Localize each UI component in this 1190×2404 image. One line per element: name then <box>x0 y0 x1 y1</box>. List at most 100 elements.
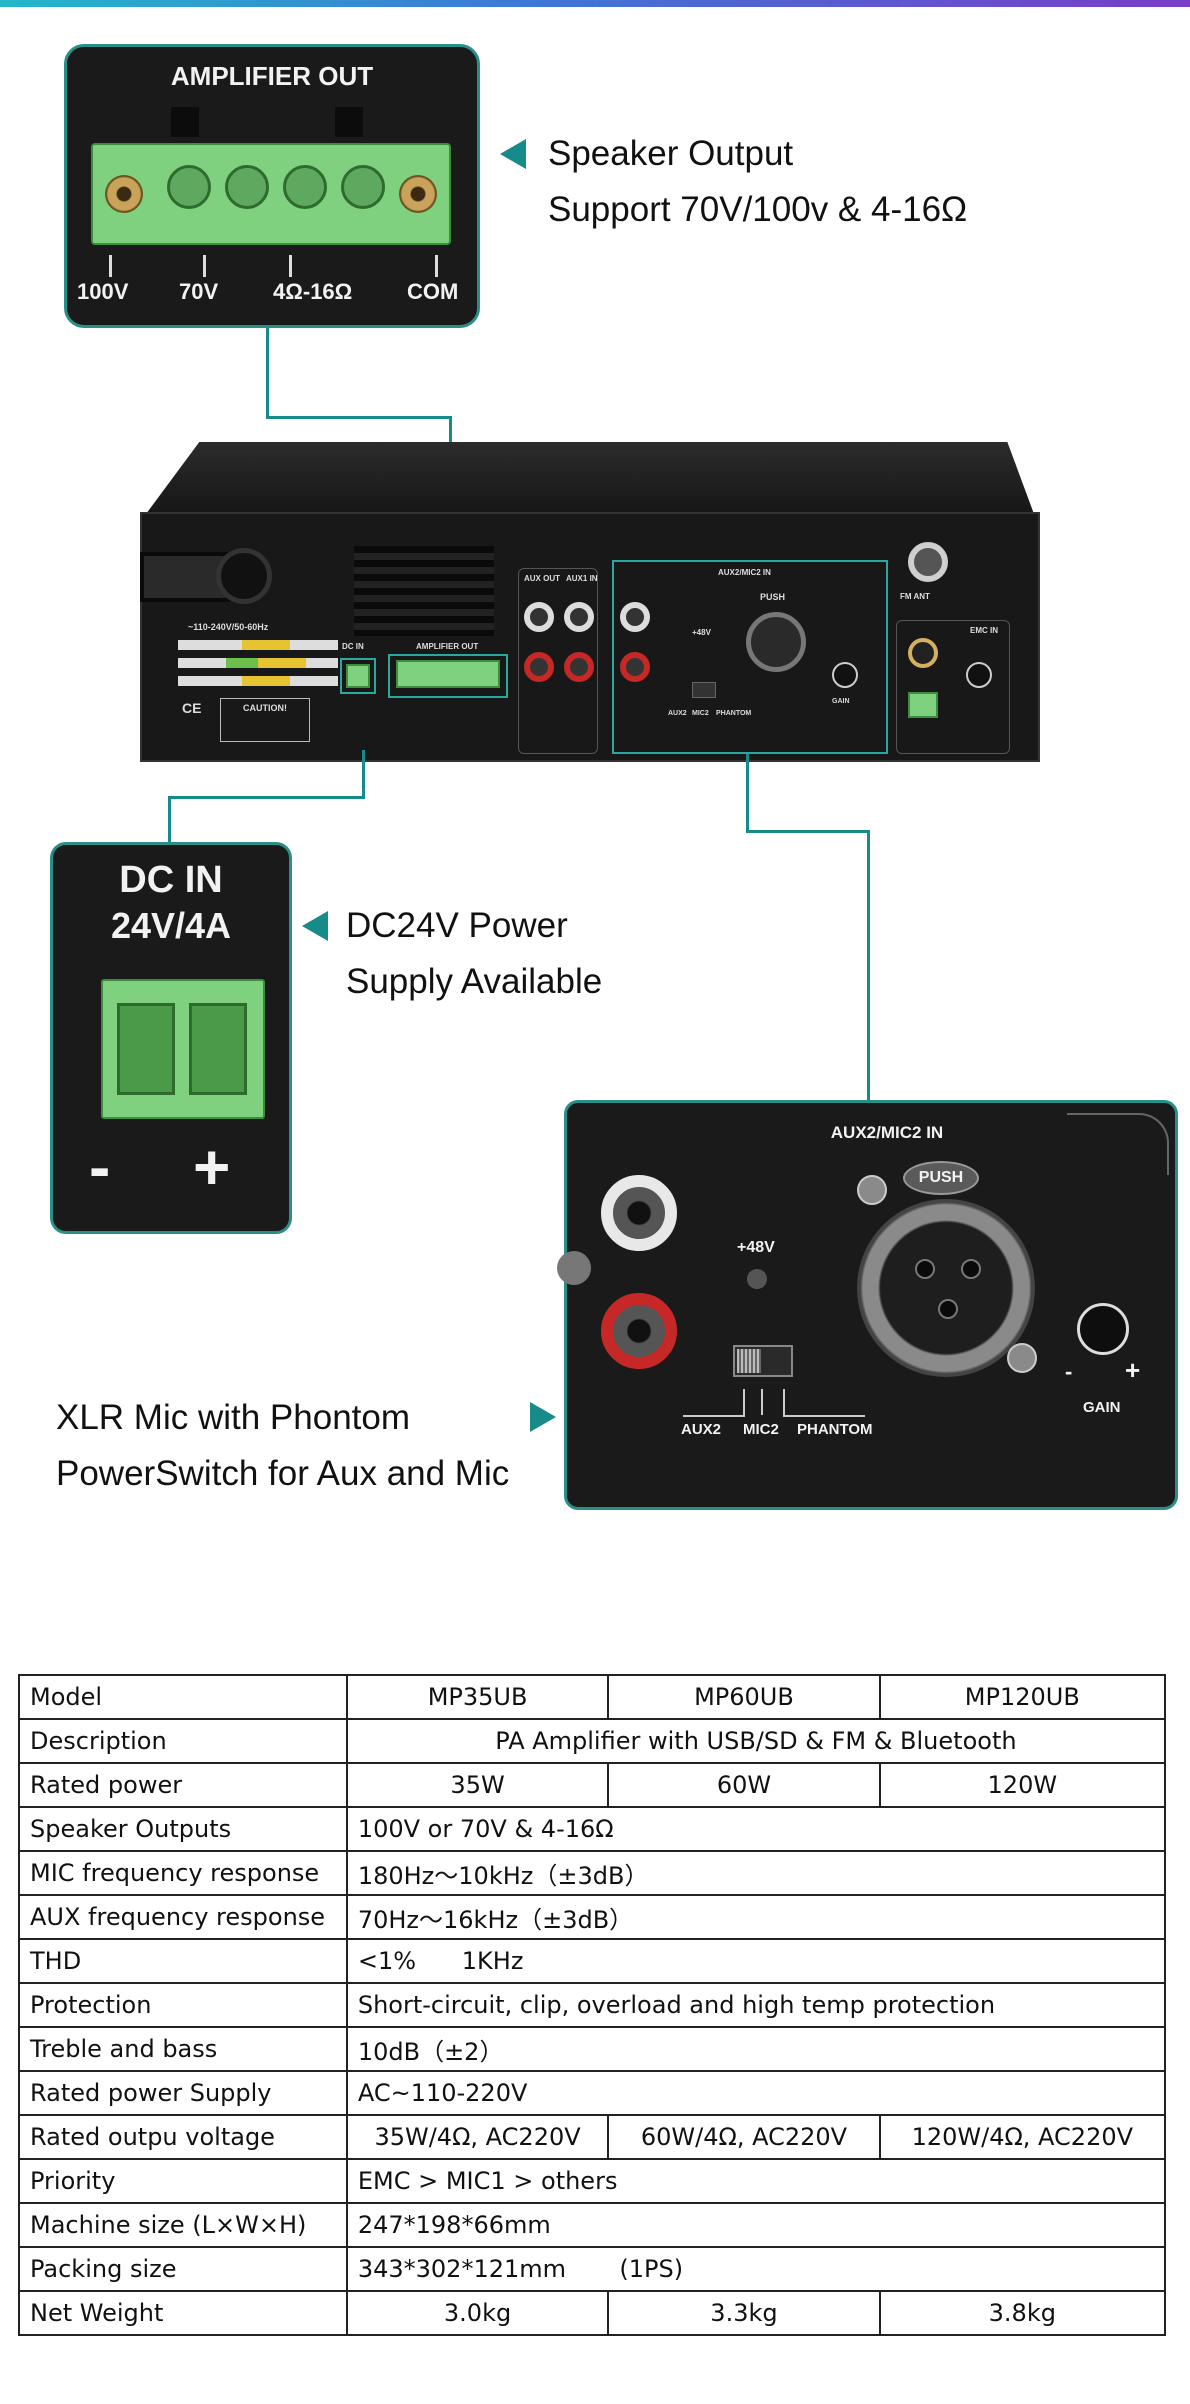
terminal-screw <box>283 165 327 209</box>
dc-panel-line1: DC IN <box>119 859 223 901</box>
emc-jack <box>908 638 938 668</box>
dc-callout-line2: Supply Available <box>346 962 603 1001</box>
xlr-callout: XLR Mic with Phontom PowerSwitch for Aux… <box>56 1390 509 1502</box>
device-dc-terminal <box>346 664 370 688</box>
xlr-pin <box>961 1259 981 1279</box>
connector-line <box>746 830 870 833</box>
amp-out-highlight <box>388 654 508 698</box>
row-value: 3.0kg <box>345 2290 610 2336</box>
aux2-mic2-highlight <box>612 560 888 754</box>
power-grommet <box>216 548 272 604</box>
speaker-callout-arrow <box>500 139 526 169</box>
aux-out-rca-red <box>524 652 554 682</box>
row-value: 70Hz～16kHz（±3dB） <box>345 1894 1167 1940</box>
device-48v-label: +48V <box>692 628 711 637</box>
device-aux2-mic2-label: AUX2/MIC2 IN <box>718 568 771 577</box>
table-row: Description PA Amplifier with USB/SD & F… <box>18 1718 1167 1764</box>
row-value: 3.8kg <box>878 2290 1167 2336</box>
power-rating-label: ~110-240V/50-60Hz <box>188 622 269 632</box>
emc-section <box>896 620 1010 754</box>
row-label: Rated power Supply <box>18 2070 348 2116</box>
dc-panel-line2: 24V/4A <box>110 905 232 946</box>
fuse-stripe <box>178 640 338 650</box>
emc-terminal <box>908 692 938 718</box>
emc-in-label: EMC IN <box>970 626 998 635</box>
switch-bracket-left <box>683 1389 745 1417</box>
xlr-callout-line1: XLR Mic with Phontom <box>56 1398 411 1437</box>
fuse-stripe <box>178 676 338 686</box>
mode-slide-switch[interactable] <box>733 1345 793 1377</box>
terminal-top-nub <box>335 107 363 137</box>
table-row: Rated power Supply AC~110-220V <box>18 2070 1167 2116</box>
gain-label: GAIN <box>1083 1399 1121 1416</box>
aux1-rca-white <box>564 602 594 632</box>
device-gain-knob <box>832 662 858 688</box>
device-phantom-switch <box>692 682 716 698</box>
tick-mark <box>435 255 438 277</box>
row-value: 3.3kg <box>607 2290 881 2336</box>
device-amp-out-label: AMPLIFIER OUT <box>416 642 479 651</box>
row-label: Model <box>18 1674 348 1720</box>
aux-out-rca-white <box>524 602 554 632</box>
terminal-label-100v: 100V <box>77 279 129 304</box>
aux1-rca-red <box>564 652 594 682</box>
aux2-white-rca <box>601 1175 677 1251</box>
connector-line <box>168 796 171 844</box>
push-label: PUSH <box>918 1169 964 1186</box>
row-value: 10dB（±2） <box>345 2026 1167 2072</box>
row-label: Rated power <box>18 1762 348 1808</box>
terminal-label-4-16ohm: 4Ω-16Ω <box>273 279 353 304</box>
speaker-callout-line2: Support 70V/100v & 4-16Ω <box>548 190 968 229</box>
device-xlr-jack <box>746 612 806 672</box>
spec-table: Model MP35UB MP60UB MP120UB Description … <box>18 1674 1167 2336</box>
row-value: <1% 1KHz <box>345 1938 1167 1984</box>
dc-terminal-slot-left <box>117 1003 175 1095</box>
row-value: Short-circuit, clip, overload and high t… <box>345 1982 1167 2028</box>
terminal-screw <box>341 165 385 209</box>
device-sw-aux2: AUX2 <box>668 710 687 717</box>
gain-knob[interactable] <box>1077 1303 1129 1355</box>
dc-in-panel: DC IN 24V/4A - + <box>50 842 292 1234</box>
phantom-led <box>747 1269 767 1289</box>
row-value: 120W/4Ω, AC220V <box>878 2114 1167 2160</box>
push-button[interactable]: PUSH <box>903 1161 979 1195</box>
device-dc-in-label: DC IN <box>342 642 364 651</box>
table-row: Protection Short-circuit, clip, overload… <box>18 1982 1167 2028</box>
row-value: 35W <box>345 1762 610 1808</box>
mount-screw <box>105 175 143 213</box>
connector-line <box>168 796 365 799</box>
model-cell: MP120UB <box>878 1674 1167 1720</box>
top-gradient-bar <box>0 0 1190 7</box>
speaker-terminal-block <box>91 143 451 245</box>
gain-plus: + <box>1125 1355 1141 1385</box>
row-label: Net Weight <box>18 2290 348 2336</box>
row-label: THD <box>18 1938 348 1984</box>
xlr-jack <box>857 1199 1035 1377</box>
row-value: 180Hz～10kHz（±3dB） <box>345 1850 1167 1896</box>
aux-panel-title: AUX2/MIC2 IN <box>830 1123 944 1142</box>
table-row: Speaker Outputs 100V or 70V & 4-16Ω <box>18 1806 1167 1852</box>
xlr-callout-line2: PowerSwitch for Aux and Mic <box>56 1454 510 1493</box>
dc-minus-sign: - <box>89 1131 111 1203</box>
terminal-label-com: COM <box>407 279 459 304</box>
aux2-rca-white <box>620 602 650 632</box>
phantom-48v-label: +48V <box>737 1239 775 1256</box>
model-cell: MP35UB <box>345 1674 610 1720</box>
row-label: Protection <box>18 1982 348 2028</box>
terminal-label-70v: 70V <box>179 279 219 304</box>
speaker-callout: Speaker Output Support 70V/100v & 4-16Ω <box>548 126 967 238</box>
aux2-rca-red <box>620 652 650 682</box>
tick-mark <box>203 255 206 277</box>
aux-panel-border-detail <box>1067 1113 1169 1175</box>
gain-minus: - <box>1065 1359 1073 1384</box>
switch-bracket-right <box>783 1389 865 1417</box>
fm-ant-label: FM ANT <box>900 592 930 601</box>
device-sw-phantom: PHANTOM <box>716 710 752 717</box>
connector-line <box>266 328 269 418</box>
amp-panel-title: AMPLIFIER OUT <box>170 61 374 91</box>
dc-plus-sign: + <box>193 1131 231 1203</box>
row-value: 247*198*66mm <box>345 2202 1167 2248</box>
emc-gain-knob <box>966 662 992 688</box>
table-row: Model MP35UB MP60UB MP120UB <box>18 1674 1167 1720</box>
terminal-screw <box>167 165 211 209</box>
